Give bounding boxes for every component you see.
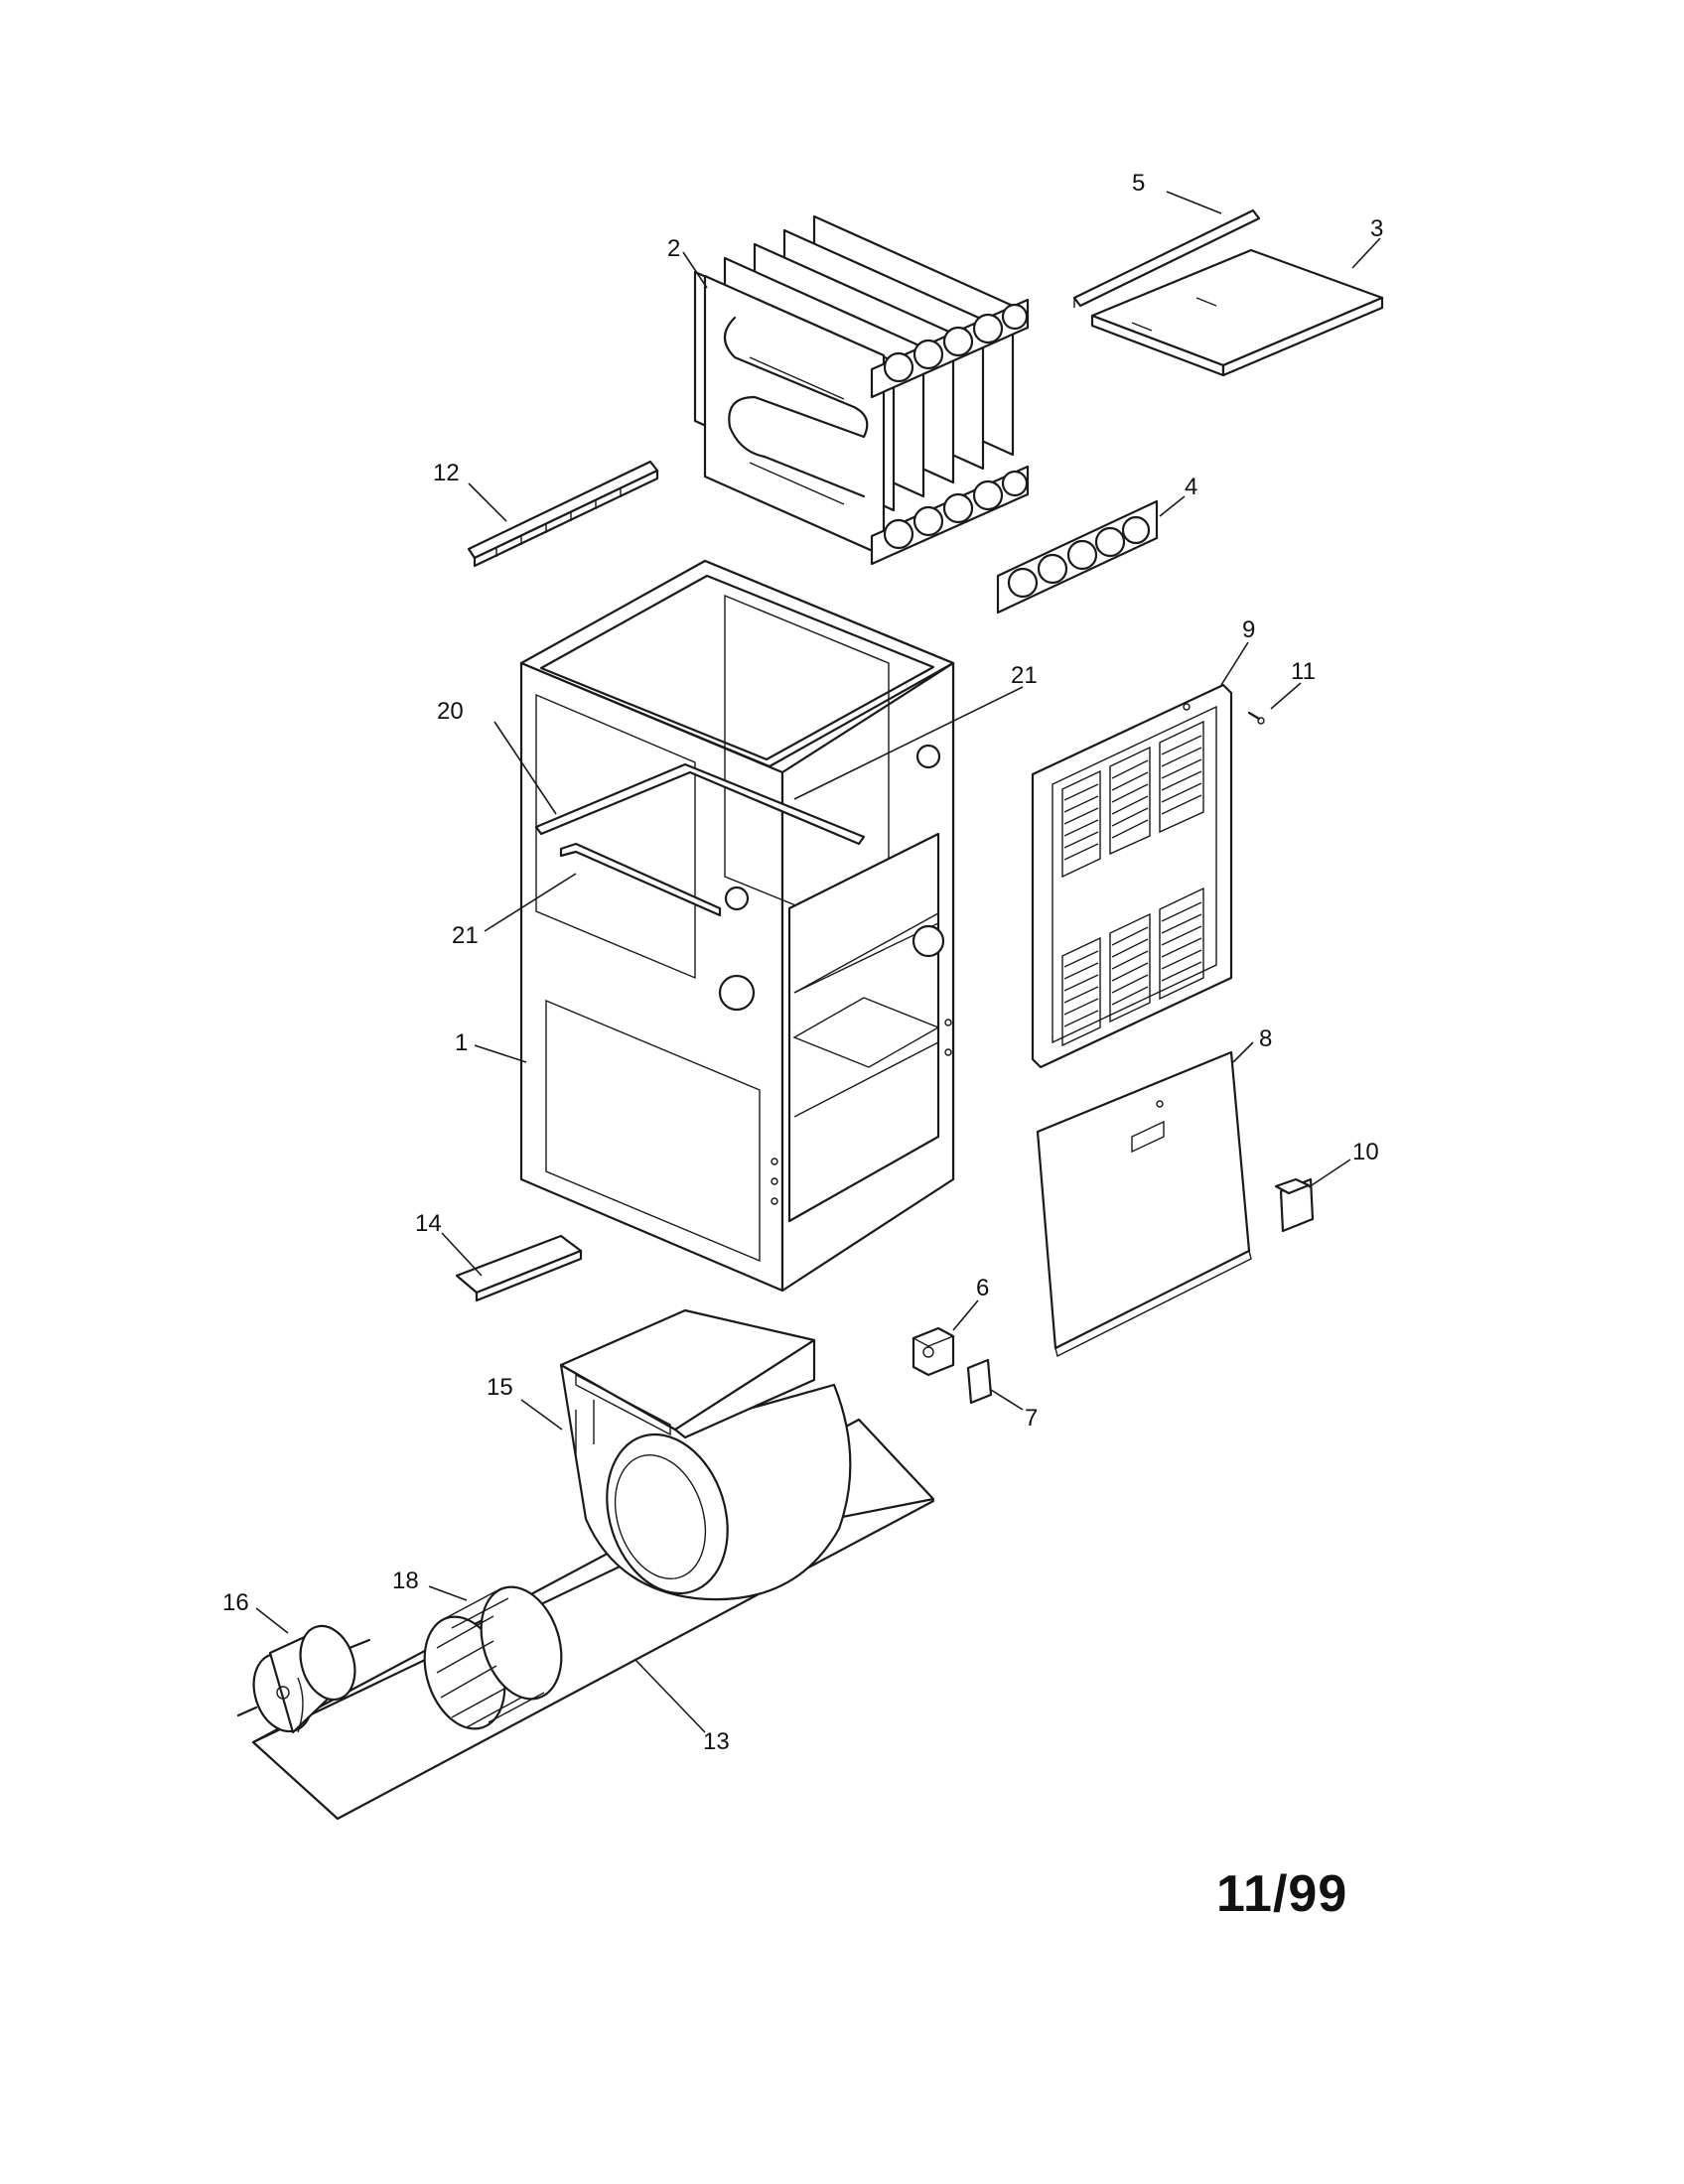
- cabinet-rails: [534, 762, 866, 917]
- callout-2: 2: [667, 235, 680, 262]
- callout-labels: 2 5 3 4 9 11 12 20 21 21 1 8 10 14 6 7 1…: [222, 170, 1383, 1755]
- heat-exchanger: [693, 214, 1030, 566]
- revision-date: 11/99: [1216, 1865, 1348, 1923]
- callout-6: 6: [976, 1275, 989, 1301]
- callout-14: 14: [415, 1210, 442, 1237]
- callout-9: 9: [1242, 616, 1255, 643]
- front-grille-panel: [1031, 683, 1233, 1069]
- callout-16: 16: [222, 1589, 249, 1616]
- leader-lines: [255, 191, 1381, 1733]
- callout-12: 12: [433, 460, 460, 486]
- junction-box: [912, 1326, 955, 1377]
- blower-housing: [559, 1308, 852, 1601]
- callout-11: 11: [1291, 658, 1316, 685]
- lower-door-panel: [1036, 1050, 1252, 1358]
- top-panel: [1090, 248, 1384, 377]
- callout-5: 5: [1132, 170, 1145, 197]
- callout-7: 7: [1025, 1405, 1038, 1432]
- callout-8: 8: [1259, 1025, 1272, 1052]
- door-bracket: [1274, 1177, 1315, 1233]
- callout-21-upper: 21: [1011, 662, 1038, 689]
- callout-13: 13: [703, 1728, 730, 1755]
- gasket-plate: [996, 499, 1159, 614]
- callout-10: 10: [1352, 1139, 1379, 1165]
- grille-louvers: [1063, 735, 1202, 1027]
- blower-wheel: [423, 1585, 563, 1730]
- callout-18: 18: [392, 1568, 419, 1594]
- switch-part: [966, 1358, 993, 1405]
- callout-1: 1: [455, 1029, 468, 1056]
- callout-15: 15: [487, 1374, 513, 1401]
- callout-21-lower: 21: [452, 922, 479, 949]
- filter-bracket: [455, 1234, 583, 1302]
- screw: [1247, 711, 1265, 725]
- callout-20: 20: [437, 698, 464, 725]
- blower-motor: [236, 1624, 371, 1734]
- top-bar-part: [1072, 208, 1261, 308]
- furnace-cabinet: [519, 559, 955, 1293]
- burner-rail: [467, 460, 659, 568]
- callout-4: 4: [1185, 474, 1197, 500]
- callout-3: 3: [1370, 215, 1383, 242]
